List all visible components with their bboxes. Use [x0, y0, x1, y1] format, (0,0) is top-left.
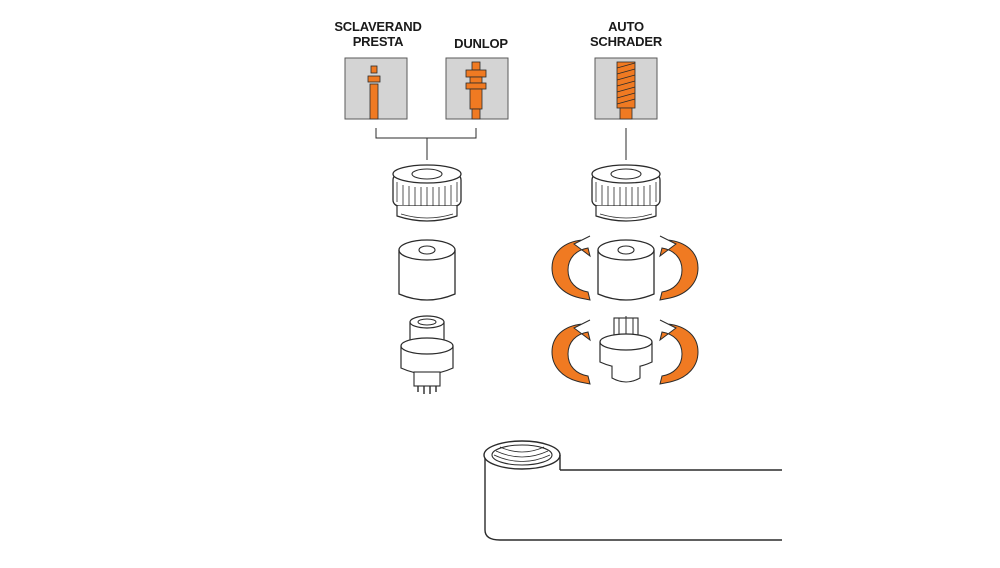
rotate-arrow-icon — [551, 319, 591, 385]
pump-head-body — [483, 440, 782, 541]
label-presta-line2: PRESTA — [352, 34, 404, 49]
label-presta-line1: SCLAVERAND — [334, 19, 422, 34]
label-dunlop-line1: DUNLOP — [454, 36, 508, 51]
dunlop-valve-icon — [465, 61, 487, 120]
schrader-insert-right — [599, 316, 653, 383]
label-schrader-line1: AUTO — [608, 19, 644, 34]
presta-valve-panel — [344, 57, 408, 120]
label-schrader: AUTO SCHRADER — [588, 19, 664, 49]
label-dunlop: DUNLOP — [441, 36, 521, 51]
rubber-seal-left — [398, 239, 456, 301]
dunlop-valve-panel — [445, 57, 509, 120]
label-presta: SCLAVERAND PRESTA — [326, 19, 430, 49]
knurled-cap-left — [392, 164, 462, 222]
rubber-seal-right — [597, 239, 655, 301]
rotate-arrow-icon — [659, 319, 699, 385]
schrader-valve-panel — [594, 57, 658, 120]
rotate-arrow-icon — [551, 235, 591, 301]
label-schrader-line2: SCHRADER — [589, 34, 663, 49]
schrader-valve-icon — [616, 61, 636, 120]
presta-insert-left — [400, 315, 454, 394]
connector-left — [375, 128, 477, 160]
presta-valve-icon — [367, 65, 381, 120]
rotate-arrow-icon — [659, 235, 699, 301]
knurled-cap-right — [591, 164, 661, 222]
